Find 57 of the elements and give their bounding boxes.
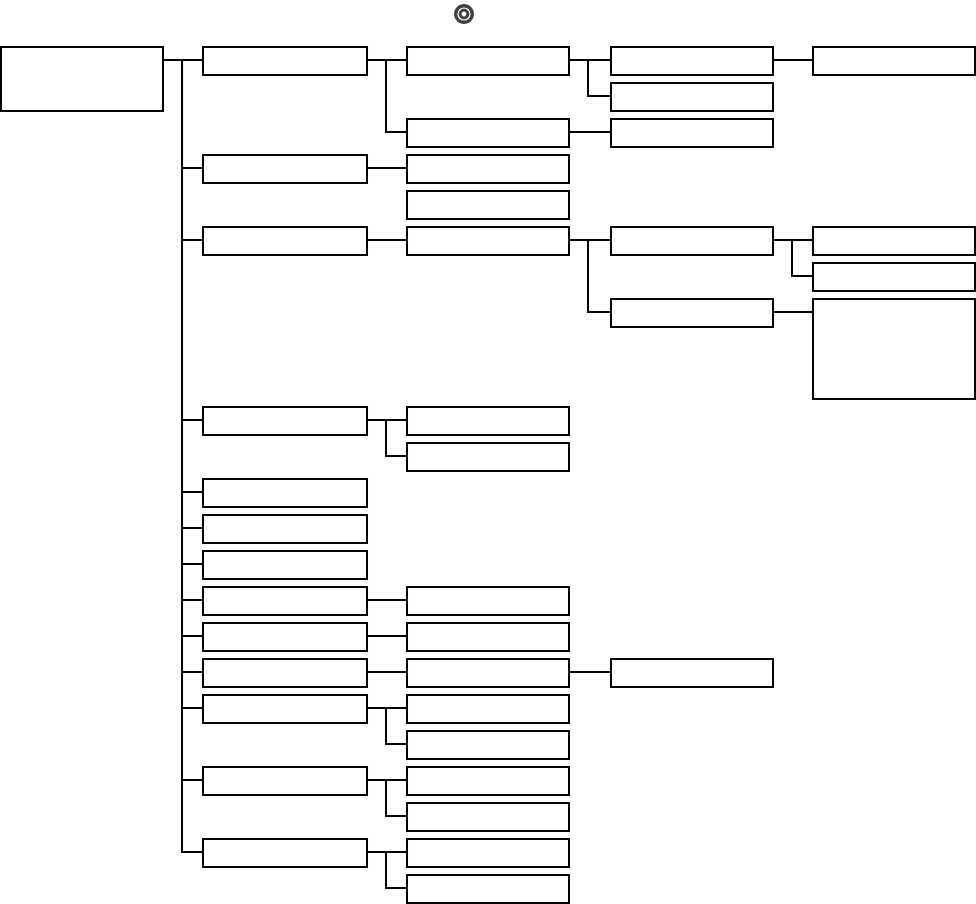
connector-line bbox=[773, 311, 813, 313]
empty-box bbox=[406, 406, 570, 436]
empty-box bbox=[406, 802, 570, 832]
empty-box bbox=[406, 226, 570, 256]
empty-box bbox=[202, 478, 368, 508]
empty-box bbox=[610, 46, 774, 76]
empty-box bbox=[812, 226, 976, 256]
connector-line bbox=[367, 167, 407, 169]
connector-line bbox=[773, 59, 813, 61]
empty-box bbox=[202, 766, 368, 796]
empty-box bbox=[610, 298, 774, 328]
empty-box bbox=[610, 226, 774, 256]
empty-box bbox=[406, 442, 570, 472]
connector-line bbox=[569, 671, 611, 673]
empty-box bbox=[812, 298, 976, 400]
connector-line bbox=[367, 239, 407, 241]
empty-box bbox=[406, 586, 570, 616]
connector-line bbox=[367, 419, 407, 457]
empty-box bbox=[202, 226, 368, 256]
connector-line bbox=[367, 599, 407, 601]
empty-box bbox=[202, 622, 368, 652]
empty-box bbox=[406, 874, 570, 904]
empty-box bbox=[406, 730, 570, 760]
empty-box bbox=[202, 154, 368, 184]
empty-box bbox=[202, 550, 368, 580]
connector-line bbox=[569, 59, 611, 97]
connector-line bbox=[367, 635, 407, 637]
connector-line bbox=[367, 707, 407, 745]
empty-box bbox=[812, 262, 976, 292]
connector-line bbox=[367, 671, 407, 673]
empty-box bbox=[202, 694, 368, 724]
empty-box bbox=[202, 838, 368, 868]
empty-box bbox=[812, 46, 976, 76]
empty-box bbox=[406, 46, 570, 76]
empty-box bbox=[406, 658, 570, 688]
connector-line bbox=[367, 851, 407, 889]
connector-line bbox=[569, 239, 611, 313]
connector-line bbox=[367, 779, 407, 817]
empty-box bbox=[610, 118, 774, 148]
empty-box bbox=[406, 838, 570, 868]
empty-box bbox=[406, 694, 570, 724]
empty-box bbox=[202, 586, 368, 616]
empty-box bbox=[406, 190, 570, 220]
empty-box bbox=[202, 658, 368, 688]
empty-box bbox=[610, 658, 774, 688]
connector-line bbox=[773, 239, 813, 277]
empty-box bbox=[202, 46, 368, 76]
empty-box bbox=[406, 154, 570, 184]
empty-box bbox=[406, 766, 570, 796]
empty-box bbox=[406, 622, 570, 652]
connector-line bbox=[367, 59, 407, 133]
empty-box bbox=[202, 406, 368, 436]
empty-box bbox=[610, 82, 774, 112]
empty-box bbox=[406, 118, 570, 148]
empty-box bbox=[202, 514, 368, 544]
empty-box bbox=[0, 46, 164, 112]
connector-line bbox=[569, 131, 611, 133]
